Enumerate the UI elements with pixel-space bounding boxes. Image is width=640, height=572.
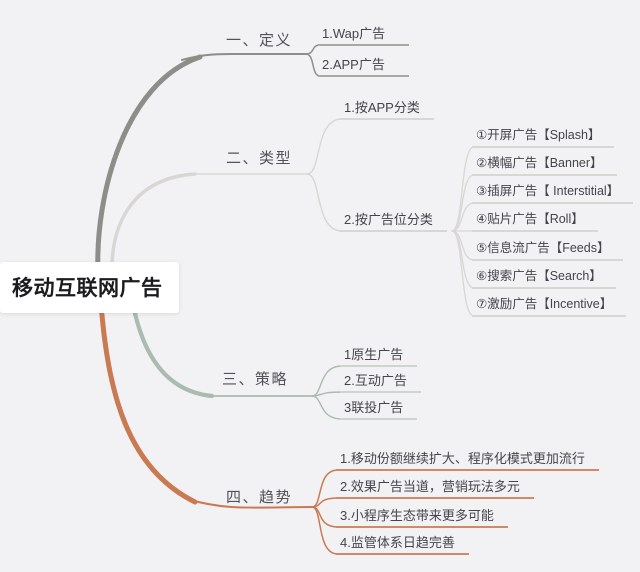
- node-interstitial-ad[interactable]: ③插屏广告【 Interstitial】: [472, 183, 634, 204]
- branch-definition-label[interactable]: 一、定义: [226, 32, 293, 49]
- node-joint-ad[interactable]: 3联投广告: [340, 399, 418, 420]
- node-native-ad[interactable]: 1原生广告: [340, 346, 418, 367]
- node-trend-mini-program[interactable]: 3.小程序生态带来更多可能: [336, 507, 508, 528]
- branch-trend-label[interactable]: 四、趋势: [226, 489, 293, 506]
- node-trend-regulation[interactable]: 4.监管体系日趋完善: [336, 534, 469, 555]
- node-trend-mobile-share[interactable]: 1.移动份额继续扩大、程序化模式更加流行: [336, 450, 599, 471]
- branch-trend-curves: [98, 301, 339, 555]
- node-by-ad-slot-category[interactable]: 2.按广告位分类: [340, 211, 447, 232]
- node-interactive-ad[interactable]: 2.互动广告: [340, 372, 421, 393]
- node-roll-ad[interactable]: ④贴片广告【Roll】: [472, 211, 598, 232]
- branch-type-curves: [110, 118, 475, 317]
- node-feeds-ad[interactable]: ⑤信息流广告【Feeds】: [472, 240, 624, 261]
- node-trend-performance-ads[interactable]: 2.效果广告当道，营销玩法多元: [336, 478, 534, 499]
- node-banner-ad[interactable]: ②横幅广告【Banner】: [472, 155, 617, 176]
- node-search-ad[interactable]: ⑥搜索广告【Search】: [472, 268, 616, 289]
- node-incentive-ad[interactable]: ⑦激励广告【Incentive】: [472, 296, 627, 317]
- branch-strategy-label[interactable]: 三、策略: [222, 371, 289, 388]
- branch-strategy-curves: [130, 301, 343, 420]
- root-node[interactable]: 移动互联网广告: [0, 262, 179, 313]
- node-by-app-category[interactable]: 1.按APP分类: [340, 99, 434, 120]
- branch-type-label[interactable]: 二、类型: [226, 150, 293, 167]
- node-splash-ad[interactable]: ①开屏广告【Splash】: [472, 127, 615, 148]
- node-app-ad[interactable]: 2.APP广告: [318, 56, 409, 77]
- node-wap-ad[interactable]: 1.Wap广告: [318, 25, 410, 46]
